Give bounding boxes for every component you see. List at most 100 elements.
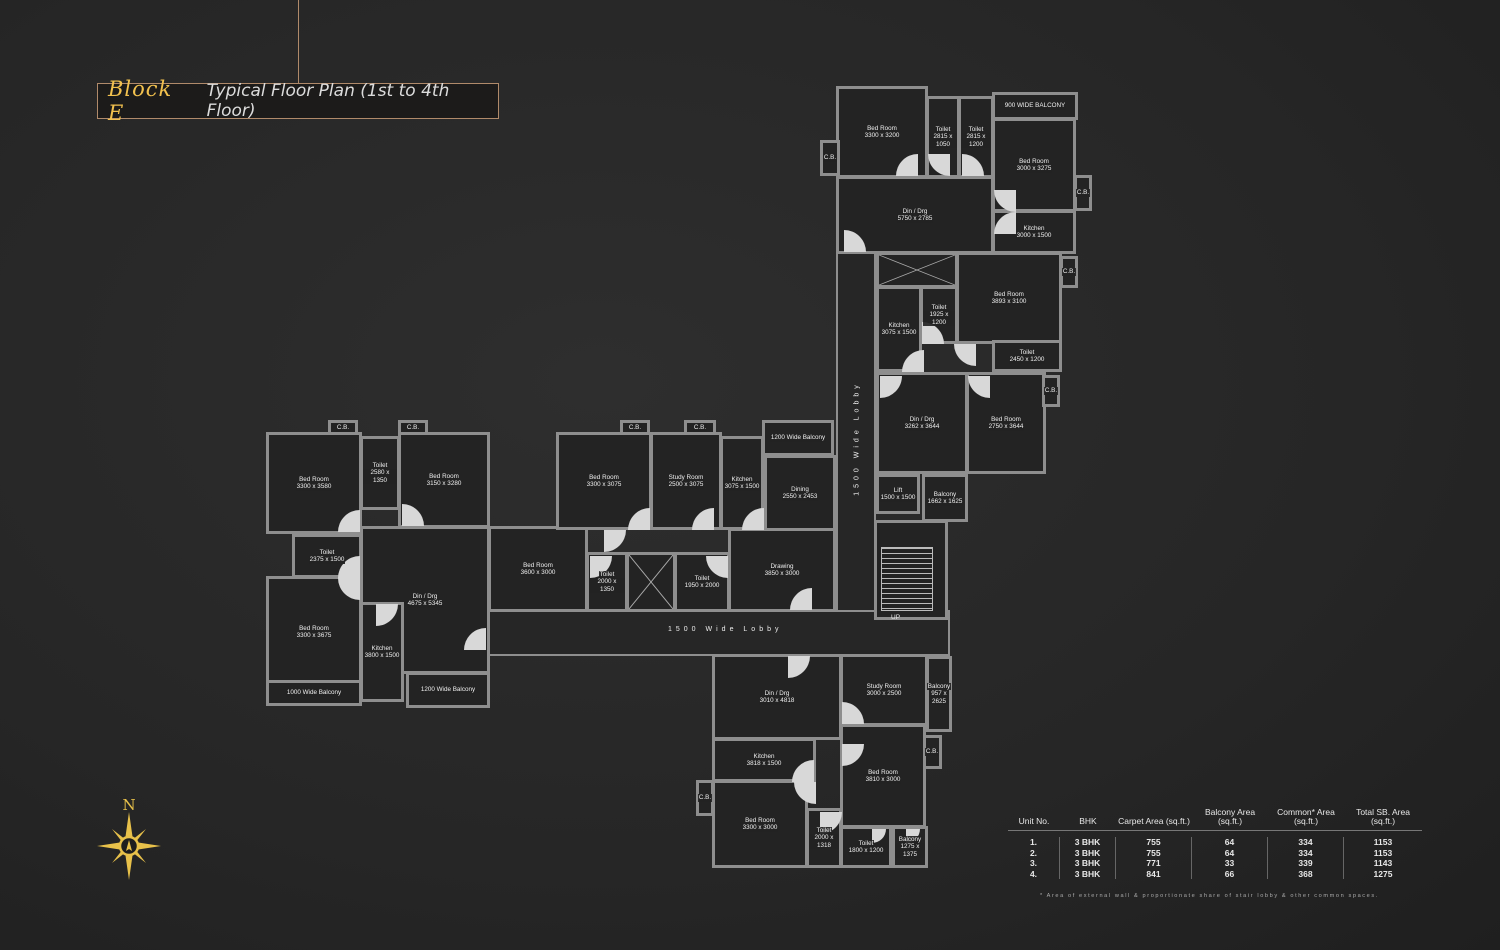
room-dimensions: 2000 x 1318 [809, 834, 839, 850]
header-carpet: Carpet Area (sq.ft.) [1118, 816, 1190, 826]
vertical-lobby [836, 252, 876, 624]
column-unit: 1.2.3.4. [1008, 837, 1060, 879]
door-swing-icon [338, 510, 360, 532]
room-dimensions: 1800 x 1200 [847, 847, 885, 855]
room-1000-wide-balcony: 1000 Wide Balcony [266, 680, 362, 706]
room-dimensions: 3893 x 3100 [990, 298, 1028, 306]
header-total: Total SB. Area (sq.ft.) [1356, 807, 1410, 826]
room-dimensions: 2000 x 1350 [589, 578, 625, 594]
area-table: Unit No. BHK Carpet Area (sq.ft.) Balcon… [1008, 808, 1422, 879]
room-dimensions: 3600 x 3000 [519, 569, 557, 577]
door-swing-icon [994, 212, 1016, 234]
room-name: Toilet [1018, 348, 1036, 356]
room-dimensions: 4675 x 5345 [406, 600, 444, 608]
room-name: Balcony [897, 835, 923, 844]
compass-north-label: N [122, 796, 135, 814]
cell-balcony: 64 [1224, 847, 1235, 858]
room-dimensions: 3262 x 3644 [903, 423, 941, 431]
cell-total: 1153 [1373, 847, 1393, 858]
room-name: Kitchen [887, 321, 911, 329]
cell-carpet: 755 [1146, 847, 1161, 858]
room-name: Din / Drg [763, 689, 791, 697]
cell-common: 368 [1298, 868, 1313, 879]
header-bhk: BHK [1079, 816, 1097, 826]
room-900-wide-balcony: 900 WIDE BALCONY [992, 92, 1078, 120]
room-name: Bed Room [993, 290, 1025, 298]
room-name: C.B. [335, 424, 351, 432]
header-unit: Unit No. [1018, 816, 1050, 826]
door-swing-icon [790, 588, 812, 610]
room-name: Din / Drg [908, 415, 936, 423]
room-dimensions: 5750 x 2785 [896, 215, 934, 223]
room-dimensions: 3300 x 3000 [741, 824, 779, 832]
room-name: Balcony [932, 490, 958, 498]
room-name: 1000 Wide Balcony [285, 689, 343, 697]
room-name: C.B. [697, 794, 713, 802]
room-dimensions: 2375 x 1500 [308, 556, 346, 564]
stair-up-label: UP [891, 614, 901, 621]
room-name: Toilet [693, 574, 711, 582]
door-swing-icon [896, 154, 918, 176]
room-name: C.B. [924, 748, 940, 756]
room-name: Drawing [769, 562, 795, 570]
room-name: Toilet [857, 839, 875, 847]
room-cupboard: C.B. [1060, 256, 1078, 288]
room-dimensions: 3075 x 1500 [880, 329, 918, 337]
header-common: Common* Area (sq.ft.) [1277, 807, 1335, 826]
cell-carpet: 841 [1146, 868, 1161, 879]
cell-bhk: 3 BHK [1074, 837, 1101, 847]
room-dimensions: 1950 x 2000 [683, 582, 721, 590]
room-dimensions: 2500 x 3075 [667, 481, 705, 489]
room-name: Din / Drg [411, 592, 439, 600]
room-cupboard: C.B. [696, 780, 714, 816]
room-name: Kitchen [370, 644, 394, 652]
room-name: Kitchen [752, 752, 776, 760]
room-name: Bed Room [428, 472, 460, 480]
room-dimensions: 3300 x 3075 [585, 481, 623, 489]
shaft-cross-icon [879, 255, 955, 285]
cell-unit: 4. [1029, 868, 1038, 879]
room-name: Bed Room [1018, 157, 1050, 165]
stair-steps [881, 547, 933, 611]
room-name: Kitchen [730, 475, 754, 483]
room-name: Din / Drg [901, 207, 929, 215]
room-dimensions: 3150 x 3280 [425, 480, 463, 488]
cell-bhk: 3 BHK [1074, 847, 1101, 858]
room-dimensions: 2580 x 1350 [363, 469, 397, 485]
room-name: Bed Room [298, 624, 330, 632]
room-open-shaft [626, 552, 676, 612]
room-dimensions: 3818 x 1500 [745, 760, 783, 768]
room-name: Dining [790, 485, 810, 493]
cell-bhk: 3 BHK [1074, 858, 1101, 868]
room-dimensions: 3850 x 3000 [763, 570, 801, 578]
room-name: Toilet [930, 303, 948, 312]
cell-carpet: 755 [1146, 837, 1161, 847]
door-swing-icon [604, 530, 626, 552]
room-cupboard: C.B. [1042, 375, 1060, 407]
cell-carpet: 771 [1146, 858, 1161, 868]
room-dimensions: 3810 x 3000 [864, 776, 902, 784]
plan-title: Typical Floor Plan (1st to 4th Floor) [206, 81, 450, 121]
room-name: C.B. [692, 424, 708, 432]
room-dimensions: 3000 x 1500 [1015, 232, 1053, 240]
room-name: Study Room [865, 682, 903, 690]
room-dimensions: 3300 x 3675 [295, 632, 333, 640]
title-banner: Block E Typical Floor Plan (1st to 4th F… [97, 77, 499, 125]
door-swing-icon [954, 344, 976, 366]
room-name: C.B. [1061, 268, 1077, 276]
room-name: Bed Room [866, 124, 898, 132]
horizontal-lobby-label: 1500 Wide Lobby [668, 626, 783, 633]
room-dimensions: 1662 x 1625 [926, 498, 964, 506]
